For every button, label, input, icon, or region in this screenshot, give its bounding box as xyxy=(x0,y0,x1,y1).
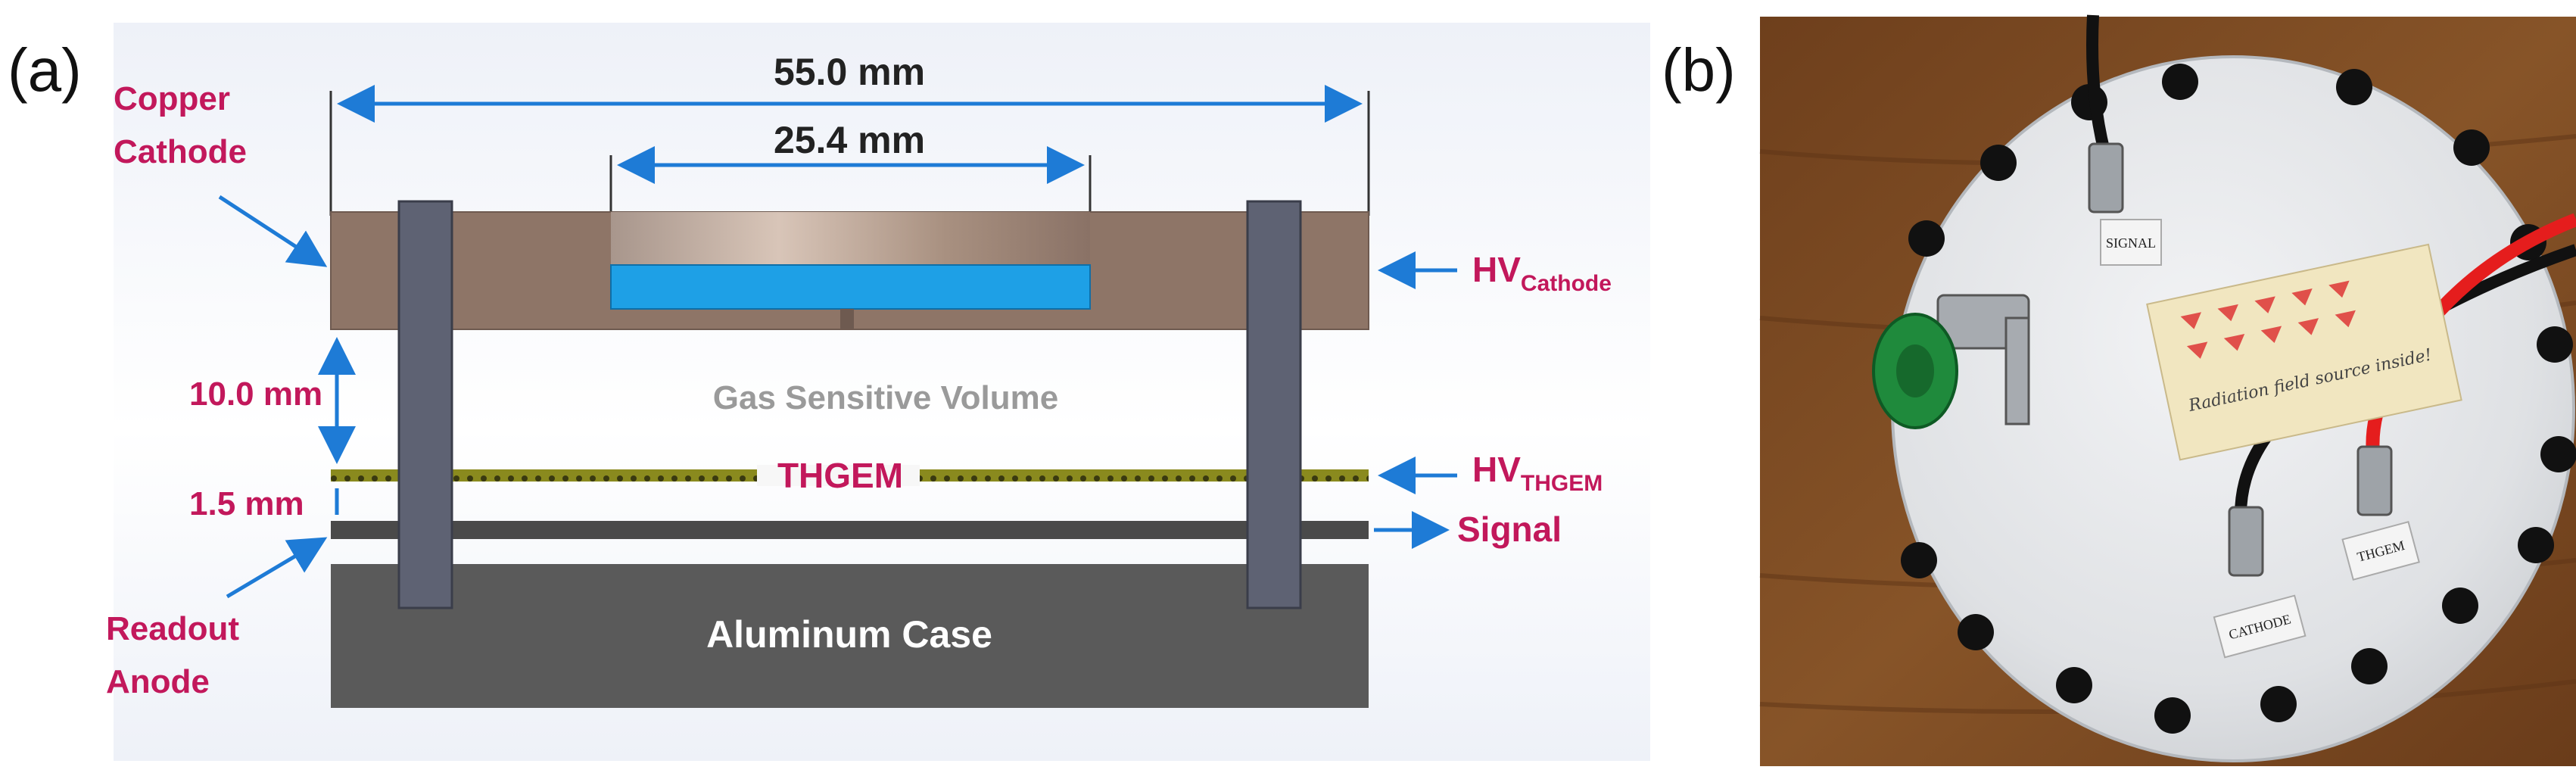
tag-signal-text: SIGNAL xyxy=(2106,235,2156,251)
thgem-label: THGEM xyxy=(777,456,903,495)
signal-cable xyxy=(2086,14,2110,153)
dim-gap-label: 10.0 mm xyxy=(189,376,322,413)
support-post-right xyxy=(1246,200,1302,609)
readout-anode-label-line2: Anode xyxy=(106,663,210,700)
bolt-icon xyxy=(2154,697,2191,734)
bolt-icon xyxy=(1958,614,1994,650)
valve-knob-center xyxy=(1896,344,1934,397)
bolt-icon xyxy=(1901,542,1937,578)
support-post-left xyxy=(397,200,453,609)
gas-valve xyxy=(1872,294,2030,429)
dim-thgem-gap-label: 1.5 mm xyxy=(189,485,304,522)
bolt-icon xyxy=(2537,326,2573,363)
bolt-icon xyxy=(1908,220,1945,257)
hv-cathode-label: HVCathode xyxy=(1472,250,1612,296)
hv-thgem-sub: THGEM xyxy=(1521,471,1603,496)
panel-a: (a) 55.0 mm 25.4 mm Gas Sensitive Volume… xyxy=(8,23,1650,761)
gas-volume-label: Gas Sensitive Volume xyxy=(713,379,1058,416)
aluminum-case-label: Aluminum Case xyxy=(706,613,992,656)
radiation-icon xyxy=(2260,326,2282,344)
dim-total-label: 55.0 mm xyxy=(774,51,925,93)
copper-cathode-pointer xyxy=(218,195,328,267)
hv-cathode-sub: Cathode xyxy=(1521,271,1612,296)
bolt-icon xyxy=(2336,69,2372,105)
bolt-icon xyxy=(1980,145,2017,181)
readout-anode xyxy=(331,521,1369,539)
bolt-icon xyxy=(2453,129,2490,166)
panel-a-label: (a) xyxy=(8,36,82,104)
radiation-icon xyxy=(2254,296,2275,313)
readout-anode-label-line1: Readout xyxy=(106,610,239,647)
thgem-connector xyxy=(2356,445,2393,516)
radiation-icon xyxy=(2223,333,2245,351)
tag-thgem: THGEM xyxy=(2341,521,2420,581)
radiation-warning-sticker: Radiation field source inside! xyxy=(2146,243,2462,461)
tag-cathode-card xyxy=(2213,594,2307,659)
bolt-icon xyxy=(2056,667,2092,703)
radiation-symbols xyxy=(2180,280,2356,359)
warning-note-tape xyxy=(2146,243,2462,461)
radiation-icon xyxy=(2335,310,2356,328)
radiation-icon xyxy=(2291,288,2313,306)
bolt-icon xyxy=(2442,588,2478,624)
tag-signal: SIGNAL xyxy=(2100,219,2162,266)
bolt-icon xyxy=(2540,436,2576,472)
bolt-icon xyxy=(2351,648,2388,684)
copper-cathode-label-line1: Copper xyxy=(114,80,230,117)
copper-cathode-label-line2: Cathode xyxy=(114,133,247,170)
signal-connector xyxy=(2088,142,2124,214)
readout-anode-pointer xyxy=(226,537,328,599)
radiation-icon xyxy=(2297,318,2319,335)
cathode-connector xyxy=(2228,506,2264,577)
radiation-icon xyxy=(2180,312,2201,329)
radiation-icon xyxy=(2186,341,2208,359)
panel-b-label: (b) xyxy=(1662,36,1736,104)
hv-thgem-main: HV xyxy=(1472,450,1521,489)
aluminum-case xyxy=(331,564,1369,708)
tag-thgem-card xyxy=(2341,521,2420,581)
tag-signal-card xyxy=(2100,219,2162,266)
radiation-icon xyxy=(2217,304,2238,322)
cathode-window-copper xyxy=(611,212,1090,265)
cathode-window-blue xyxy=(610,264,1091,310)
signal-label: Signal xyxy=(1457,510,1562,549)
bolt-icon xyxy=(2162,64,2198,100)
panel-b: (b) xyxy=(1662,14,2576,766)
bolt-icon xyxy=(2518,527,2554,563)
valve-stem xyxy=(2004,316,2030,425)
cathode-window-tab xyxy=(840,309,854,329)
tag-cathode: CATHODE xyxy=(2213,594,2307,659)
bolt-icon xyxy=(2260,686,2297,722)
hv-thgem-label: HVTHGEM xyxy=(1472,450,1603,496)
radiation-icon xyxy=(2328,280,2350,298)
hv-cathode-main: HV xyxy=(1472,250,1521,289)
thgem-label-backdrop xyxy=(757,465,920,486)
dim-window-label: 25.4 mm xyxy=(774,119,925,161)
